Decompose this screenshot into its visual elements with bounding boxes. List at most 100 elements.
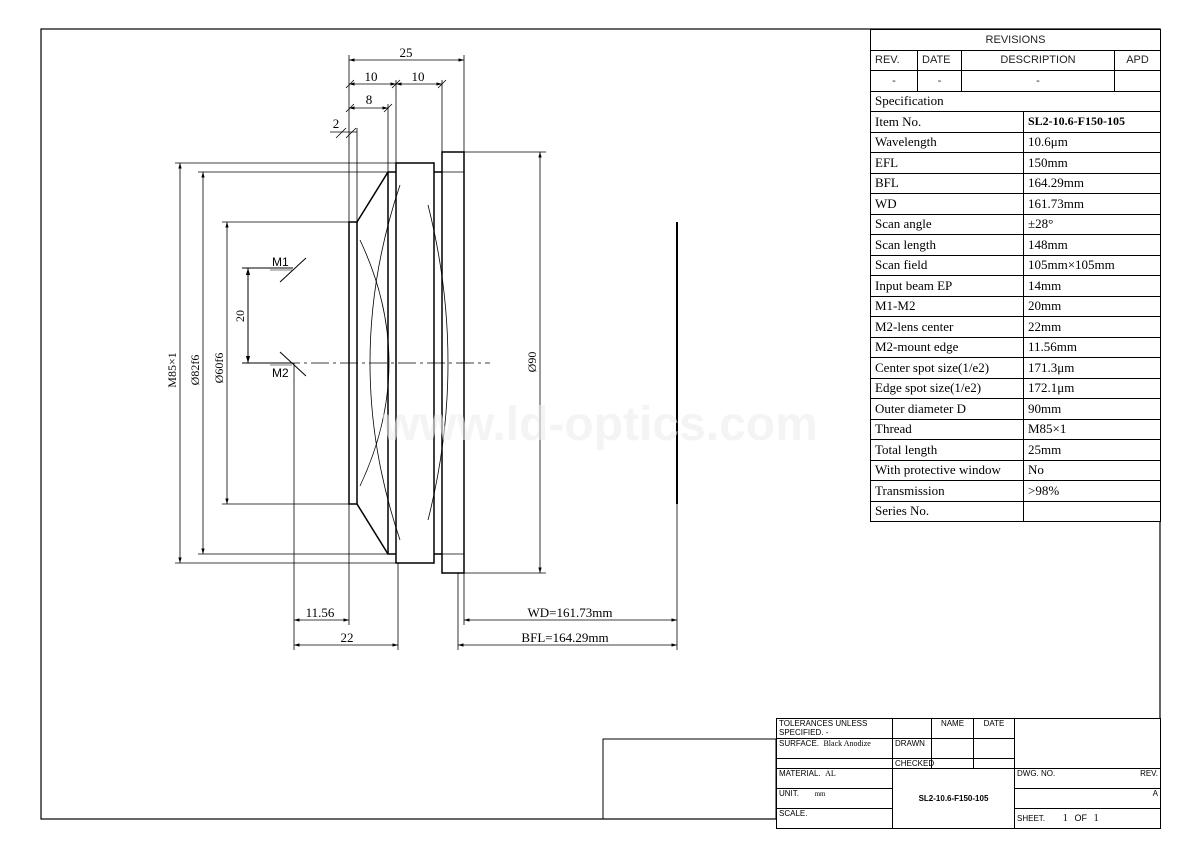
m2-label: M2 — [272, 366, 289, 380]
segment-a-label: 10 — [365, 69, 378, 84]
spec-row: Transmission>98% — [870, 480, 1161, 502]
spec-row-label: Scan angle — [870, 213, 1024, 235]
apd-value — [1114, 70, 1161, 92]
spec-row: Series No. — [870, 500, 1161, 522]
spec-row-value: No — [1023, 459, 1161, 481]
spec-row-label: Item No. — [870, 111, 1024, 133]
scale-label: SCALE. — [779, 809, 808, 818]
spec-row: Scan angle±28° — [870, 213, 1161, 235]
spec-row-label: M2-mount edge — [870, 336, 1024, 358]
spec-row-value: SL2-10.6-F150-105 — [1023, 111, 1161, 133]
title-block: TOLERANCES UNLESS SPECIFIED. - NAME DATE… — [776, 718, 1161, 829]
length-dimensions-bottom — [293, 363, 678, 650]
spec-row-value: 161.73mm — [1023, 193, 1161, 215]
spec-row-value: 11.56mm — [1023, 336, 1161, 358]
tolerances-value: - — [825, 728, 829, 737]
spec-row-value: 20mm — [1023, 295, 1161, 317]
spec-row-value: 105mm×105mm — [1023, 254, 1161, 276]
spec-row-value: ±28° — [1023, 213, 1161, 235]
spec-row: Center spot size(1/e2)171.3μm — [870, 357, 1161, 379]
lens-assembly — [348, 151, 465, 574]
diameter-82-label: Ø82f6 — [188, 355, 202, 386]
sheet-of: OF — [1074, 813, 1087, 823]
apd-header: APD — [1114, 49, 1161, 71]
mount-edge-label: 11.56 — [306, 605, 335, 620]
drawn-label: DRAWN — [892, 738, 932, 759]
segment-b-label: 10 — [412, 69, 425, 84]
lens-center-label: 22 — [341, 630, 354, 645]
spec-row-label: M1-M2 — [870, 295, 1024, 317]
dwg-no-label: DWG. NO. — [1014, 768, 1123, 789]
description-value: - — [961, 70, 1115, 92]
specification-title: Specification — [870, 90, 1161, 112]
spec-row-value: 25mm — [1023, 439, 1161, 461]
m1-label: M1 — [272, 255, 289, 269]
spec-row-label: WD — [870, 193, 1024, 215]
diameter-60-label: Ø60f6 — [212, 353, 226, 384]
sheet-total: 1 — [1093, 813, 1099, 824]
spec-row-value: 171.3μm — [1023, 357, 1161, 379]
spec-row-label: EFL — [870, 152, 1024, 174]
spec-row-value — [1023, 500, 1161, 522]
material-value: AL — [825, 769, 836, 778]
spec-row-label: Transmission — [870, 480, 1024, 502]
spec-row-label: With protective window — [870, 459, 1024, 481]
sheet-number: 1 — [1062, 813, 1068, 824]
spec-row-label: BFL — [870, 172, 1024, 194]
spec-row-label: M2-lens center — [870, 316, 1024, 338]
bfl-label: BFL=164.29mm — [521, 630, 608, 645]
material-cell: MATERIAL. AL — [776, 768, 893, 789]
spec-row-label: Scan length — [870, 234, 1024, 256]
part-number: SL2-10.6-F150-105 — [892, 768, 1015, 829]
date-value: - — [917, 70, 962, 92]
spec-row-value: >98% — [1023, 480, 1161, 502]
length-dimensions-top — [330, 55, 465, 222]
scale-cell: SCALE. — [776, 808, 893, 829]
sheet-cell: SHEET. 1 OF 1 — [1014, 808, 1161, 829]
description-header: DESCRIPTION — [961, 49, 1115, 71]
spec-row-label: Outer diameter D — [870, 398, 1024, 420]
thread-dim-label: M85×1 — [165, 352, 179, 387]
watermark: www.ld-optics.com — [381, 398, 818, 451]
surface-value: Black Anodize — [823, 739, 871, 748]
spec-row-value: 14mm — [1023, 275, 1161, 297]
spec-row-value: M85×1 — [1023, 418, 1161, 440]
spec-row-value: 22mm — [1023, 316, 1161, 338]
spec-row-label: Scan field — [870, 254, 1024, 276]
spec-row-label: Thread — [870, 418, 1024, 440]
unit-label: UNIT. — [779, 789, 799, 798]
unit-value: mm — [814, 790, 826, 798]
sheet-label: SHEET. — [1017, 814, 1046, 823]
spec-row-label: Series No. — [870, 500, 1024, 522]
spec-row-value: 172.1μm — [1023, 377, 1161, 399]
revisions-title: REVISIONS — [870, 29, 1161, 51]
rev-label-tb: REV. — [1122, 768, 1161, 789]
rev-value: - — [870, 70, 918, 92]
segment-c-label: 8 — [366, 92, 373, 107]
segment-d-label: 2 — [333, 116, 340, 131]
checked-label: CHECKED — [892, 758, 934, 769]
overall-length-label: 25 — [400, 45, 413, 60]
rev-header: REV. — [870, 49, 918, 71]
spec-row-value: 90mm — [1023, 398, 1161, 420]
name-header: NAME — [931, 718, 974, 739]
mirror-spacing-label: 20 — [233, 310, 247, 322]
surface-cell: SURFACE. Black Anodize — [776, 738, 893, 759]
tolerances-label: TOLERANCES UNLESS SPECIFIED. — [779, 719, 868, 737]
spec-row: Item No.SL2-10.6-F150-105 — [870, 111, 1161, 133]
unit-cell: UNIT. mm — [776, 788, 893, 809]
date-header: DATE — [917, 49, 962, 71]
spec-row-label: Center spot size(1/e2) — [870, 357, 1024, 379]
date-header-tb: DATE — [973, 718, 1015, 739]
spec-row-value: 10.6μm — [1023, 131, 1161, 153]
